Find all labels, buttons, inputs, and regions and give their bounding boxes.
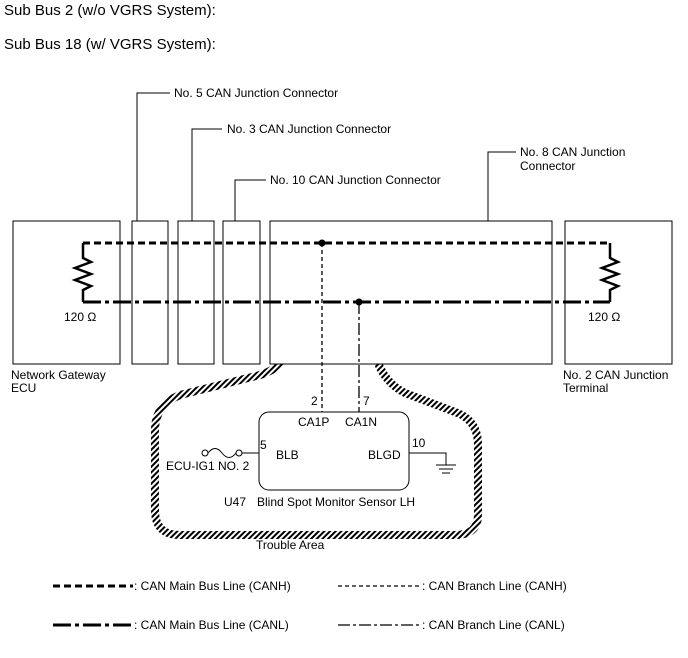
terminal-box: [564, 220, 673, 365]
power-source-label: ECU-IG1 NO. 2: [166, 459, 250, 473]
blind-spot-sensor-box: [258, 411, 410, 491]
jc8-box: [269, 220, 553, 365]
left-resistor: [71, 243, 95, 302]
ground-icon: [436, 464, 456, 474]
pin-blb-name: BLB: [276, 448, 299, 462]
fuse-icon: [207, 448, 237, 458]
sensor-code: U47: [224, 495, 246, 509]
pin-ca1n-name: CA1N: [345, 415, 377, 429]
jc3-label: No. 3 CAN Junction Connector: [227, 122, 391, 136]
terminal-label-line1: No. 2 CAN Junction: [563, 368, 668, 382]
jc5-leader: [136, 92, 170, 221]
terminal-label-line2: Terminal: [563, 381, 608, 395]
pin-blb-number: 5: [260, 438, 267, 452]
blgd-wire: [409, 452, 447, 465]
trouble-area-label: Trouble Area: [256, 538, 325, 552]
pin-ca1n-number: 7: [363, 394, 370, 408]
jc5-box: [131, 220, 169, 365]
jc10-leader: [234, 179, 266, 221]
sensor-name: Blind Spot Monitor Sensor LH: [257, 495, 415, 509]
jc10-box: [222, 220, 261, 365]
header-sub-bus-2: Sub Bus 2 (w/o VGRS System):: [4, 2, 216, 19]
header-sub-bus-18: Sub Bus 18 (w/ VGRS System):: [4, 36, 216, 53]
left-resistor-value: 120 Ω: [64, 310, 96, 324]
network-gateway-ecu-box: [12, 220, 121, 365]
jc10-label: No. 10 CAN Junction Connector: [270, 173, 441, 187]
jc5-label: No. 5 CAN Junction Connector: [174, 86, 338, 100]
jc3-leader: [191, 128, 222, 221]
jc8-label-line1: No. 8 CAN Junction: [520, 145, 625, 159]
legend-canl-branch-label: : CAN Branch Line (CANL): [422, 618, 565, 632]
pin-blgd-name: BLGD: [368, 448, 401, 462]
pin-ca1p-name: CA1P: [298, 415, 329, 429]
pin-ca1p-number: 2: [311, 394, 318, 408]
gateway-label-line1: Network Gateway: [11, 368, 106, 382]
pin-blgd-number: 10: [412, 436, 426, 450]
fuse-left-terminal: [201, 449, 209, 457]
jc3-box: [177, 220, 215, 365]
legend-canh-branch-label: : CAN Branch Line (CANH): [422, 579, 567, 593]
jc8-leader: [487, 151, 516, 221]
right-resistor-value: 120 Ω: [588, 310, 620, 324]
legend-canh-main-label: : CAN Main Bus Line (CANH): [134, 579, 291, 593]
jc8-label-line2: Connector: [520, 159, 575, 173]
gateway-label-line2: ECU: [11, 381, 36, 395]
legend-canl-main-label: : CAN Main Bus Line (CANL): [134, 618, 289, 632]
fuse-right-terminal: [235, 449, 243, 457]
right-resistor: [598, 243, 622, 302]
